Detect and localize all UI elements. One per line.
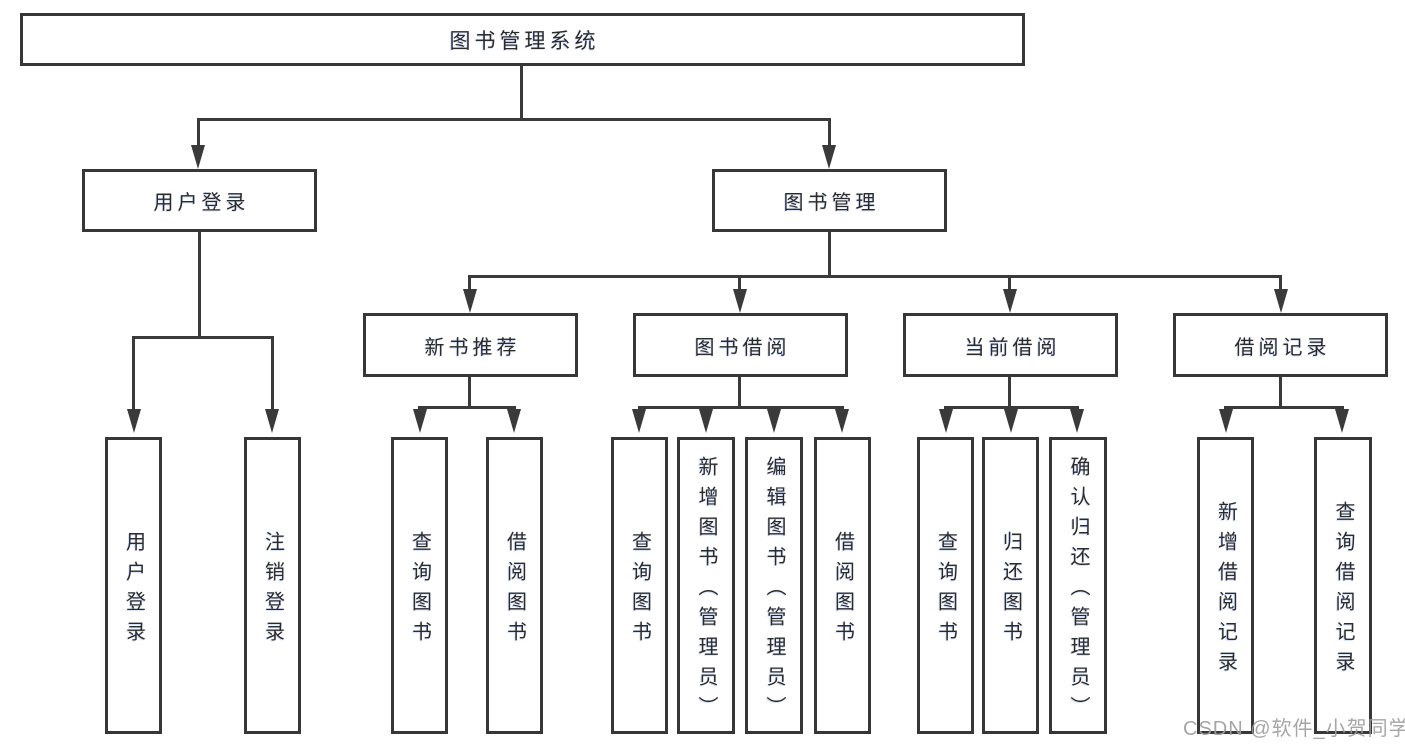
leaf-user-login-label: 用户登录: [122, 530, 145, 651]
edge-book-borrow-down: [738, 377, 741, 409]
arrowhead-book-borrow: [733, 289, 747, 313]
leaf-return-books-label: 归还图书: [999, 530, 1022, 651]
leaf-confirm-return-admin: 确认归还（管理员）: [1049, 437, 1107, 734]
edge-level3-bus: [468, 275, 1282, 278]
leaf-query-books-1: 查询图书: [391, 437, 448, 734]
leaf-add-books-admin-label: 新增图书（管理员）: [695, 455, 717, 726]
leaf-query-borrow-record-label: 查询借阅记录: [1332, 500, 1354, 681]
leaf-borrow-books-2-label: 借阅图书: [831, 530, 854, 651]
node-root: 图书管理系统: [20, 13, 1025, 66]
leaf-borrow-books-1: 借阅图书: [486, 437, 543, 734]
leaf-edit-books-admin-label: 编辑图书（管理员）: [763, 455, 785, 726]
edge-root-stem: [520, 66, 523, 118]
arrowhead-leaf-borrow-books-2: [835, 409, 849, 433]
node-book-borrow-label: 图书借阅: [694, 336, 791, 359]
leaf-query-books-3: 查询图书: [917, 437, 974, 734]
leaf-borrow-books-2: 借阅图书: [814, 437, 871, 734]
leaf-add-books-admin: 新增图书（管理员）: [677, 437, 735, 734]
leaf-logout: 注销登录: [244, 437, 301, 734]
arrowhead-leaf-query-books-1: [413, 409, 427, 433]
edge-book-borrow-bus: [638, 406, 844, 409]
edge-level2-bus: [197, 118, 831, 121]
leaf-query-books-3-label: 查询图书: [934, 530, 957, 651]
leaf-logout-label: 注销登录: [261, 530, 284, 651]
edge-user-login-down: [198, 232, 201, 339]
leaf-user-login: 用户登录: [105, 437, 162, 734]
arrowhead-borrow-records: [1274, 289, 1288, 313]
node-current-borrow-label: 当前借阅: [964, 336, 1061, 359]
node-book-management-label: 图书管理: [783, 192, 880, 214]
arrowhead-leaf-add-books: [699, 409, 713, 433]
edge-user-login-stem: [197, 118, 200, 148]
leaf-query-books-2: 查询图书: [611, 437, 668, 734]
edge-leaf-logout-stem: [271, 336, 274, 410]
node-root-label: 图书管理系统: [449, 29, 600, 53]
edge-current-borrow-bus: [944, 406, 1079, 409]
leaf-add-borrow-record: 新增借阅记录: [1197, 437, 1254, 734]
edge-new-book-bus: [418, 406, 516, 409]
leaf-borrow-books-1-label: 借阅图书: [503, 530, 526, 651]
edge-leaf-user-login-stem: [132, 336, 135, 410]
edge-book-management-stem: [828, 118, 831, 148]
csdn-watermark: CSDN @软件_小贺同学: [1183, 718, 1405, 740]
edge-new-book-down: [468, 377, 471, 409]
arrowhead-leaf-confirm-return: [1070, 409, 1084, 433]
arrowhead-leaf-borrow-books-1: [507, 409, 521, 433]
node-borrow-records-label: 借阅记录: [1234, 336, 1331, 359]
edge-user-login-bus: [132, 336, 274, 339]
leaf-add-borrow-record-label: 新增借阅记录: [1214, 500, 1237, 681]
node-book-borrow: 图书借阅: [633, 313, 848, 377]
arrowhead-leaf-logout: [265, 409, 279, 433]
node-current-borrow: 当前借阅: [903, 313, 1118, 377]
edge-book-management-down: [828, 232, 831, 278]
edge-book-borrow-stem: [738, 275, 741, 292]
edge-borrow-records-down: [1279, 377, 1282, 409]
arrowhead-leaf-query-books-2: [632, 409, 646, 433]
leaf-query-borrow-record: 查询借阅记录: [1314, 437, 1372, 734]
node-new-book-recommend-label: 新书推荐: [424, 336, 521, 359]
arrowhead-leaf-user-login: [127, 409, 141, 433]
arrowhead-user-login: [191, 145, 205, 169]
edge-borrow-records-stem: [1279, 275, 1282, 292]
leaf-return-books: 归还图书: [982, 437, 1039, 734]
edge-current-borrow-down: [1008, 377, 1011, 409]
leaf-edit-books-admin: 编辑图书（管理员）: [745, 437, 803, 734]
leaf-query-books-2-label: 查询图书: [628, 530, 651, 651]
arrowhead-book-management: [822, 145, 836, 169]
arrowhead-leaf-query-books-3: [939, 409, 953, 433]
arrowhead-leaf-edit-books: [767, 409, 781, 433]
edge-current-borrow-stem: [1008, 275, 1011, 292]
leaf-confirm-return-admin-label: 确认归还（管理员）: [1067, 455, 1089, 726]
edge-borrow-records-bus: [1224, 406, 1344, 409]
arrowhead-new-book: [463, 289, 477, 313]
leaf-query-books-1-label: 查询图书: [408, 530, 431, 651]
arrowhead-leaf-return-books: [1004, 409, 1018, 433]
node-new-book-recommend: 新书推荐: [363, 313, 578, 377]
arrowhead-current-borrow: [1003, 289, 1017, 313]
arrowhead-leaf-add-borrow-record: [1219, 409, 1233, 433]
node-user-login: 用户登录: [82, 169, 317, 232]
node-book-management: 图书管理: [712, 169, 947, 232]
arrowhead-leaf-query-borrow-record: [1335, 409, 1349, 433]
node-borrow-records: 借阅记录: [1173, 313, 1388, 377]
edge-new-book-stem: [468, 275, 471, 292]
node-user-login-label: 用户登录: [153, 192, 250, 214]
